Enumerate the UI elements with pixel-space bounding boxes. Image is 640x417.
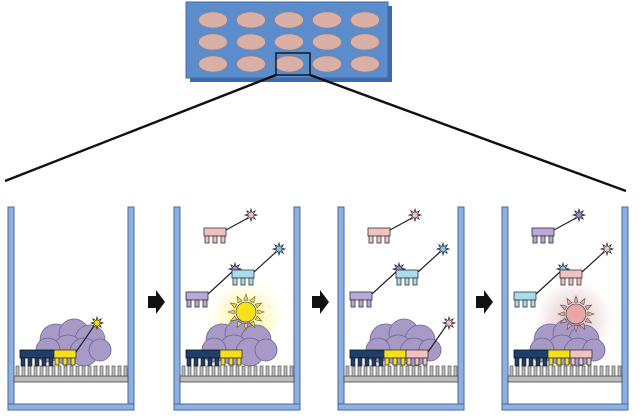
star-icon	[243, 207, 259, 223]
target-molecule	[35, 318, 112, 367]
anchor-probe	[185, 349, 221, 367]
capture-surface	[179, 365, 295, 383]
star-icon	[407, 207, 423, 223]
plate-well	[274, 33, 304, 51]
assay-panel-step-3	[337, 206, 465, 411]
assay-panel-step-2	[173, 206, 301, 411]
assay-panel-step-4	[501, 206, 629, 411]
well-wall-right	[293, 206, 301, 411]
probe	[367, 207, 423, 244]
plate-well	[236, 11, 266, 29]
plate-well	[236, 33, 266, 51]
well-bottom	[337, 403, 465, 411]
well-wall-left	[501, 206, 509, 411]
plate-well	[312, 11, 342, 29]
plate-well	[350, 55, 380, 73]
star-icon	[435, 241, 451, 257]
well-wall-right	[457, 206, 465, 411]
step-arrows	[148, 290, 493, 314]
zoom-line-right	[309, 73, 627, 193]
plate-well	[198, 55, 228, 73]
well-bottom	[501, 403, 629, 411]
probe	[547, 349, 571, 366]
probe	[569, 349, 593, 366]
plate-well	[274, 55, 304, 73]
capture-surface	[343, 365, 459, 383]
well-bottom	[7, 403, 135, 411]
well-wall-right	[127, 206, 135, 411]
well-wall-left	[173, 206, 181, 411]
star-icon	[441, 315, 457, 331]
well-wall-right	[621, 206, 629, 411]
probe	[405, 315, 457, 366]
plate-well	[312, 33, 342, 51]
zoom-line-left	[4, 73, 277, 183]
plate-well	[350, 11, 380, 29]
plate-well	[236, 55, 266, 73]
probe	[513, 261, 571, 308]
anchor-probe	[513, 349, 549, 367]
star-icon	[599, 241, 615, 257]
probe	[383, 349, 407, 366]
sun-icon	[227, 293, 265, 331]
probe	[203, 207, 259, 244]
probe	[53, 315, 105, 366]
plate-well	[198, 33, 228, 51]
assay-panel-step-1	[7, 206, 135, 411]
plate-wells	[198, 11, 380, 73]
right-arrow-icon	[148, 290, 165, 314]
zoom-lines	[4, 73, 627, 193]
probe	[219, 349, 243, 366]
highlighted-well-box	[275, 52, 311, 76]
right-arrow-icon	[476, 290, 493, 314]
anchor-probe	[19, 349, 55, 367]
plate-well	[350, 33, 380, 51]
plate-well	[312, 55, 342, 73]
capture-surface	[13, 365, 129, 383]
probe	[531, 207, 587, 244]
well-wall-left	[337, 206, 345, 411]
assay-panels	[7, 206, 629, 411]
plate-well	[198, 11, 228, 29]
probe	[231, 241, 287, 286]
probe	[559, 241, 615, 286]
well-wall-left	[7, 206, 15, 411]
well-bottom	[173, 403, 301, 411]
capture-surface	[507, 365, 623, 383]
plate-well	[274, 11, 304, 29]
probe	[395, 241, 451, 286]
microplate	[185, 1, 392, 82]
sun-icon	[557, 295, 595, 333]
star-icon	[271, 241, 287, 257]
right-arrow-icon	[312, 290, 329, 314]
star-icon	[571, 207, 587, 223]
anchor-probe	[349, 349, 385, 367]
star-icon	[89, 315, 105, 331]
